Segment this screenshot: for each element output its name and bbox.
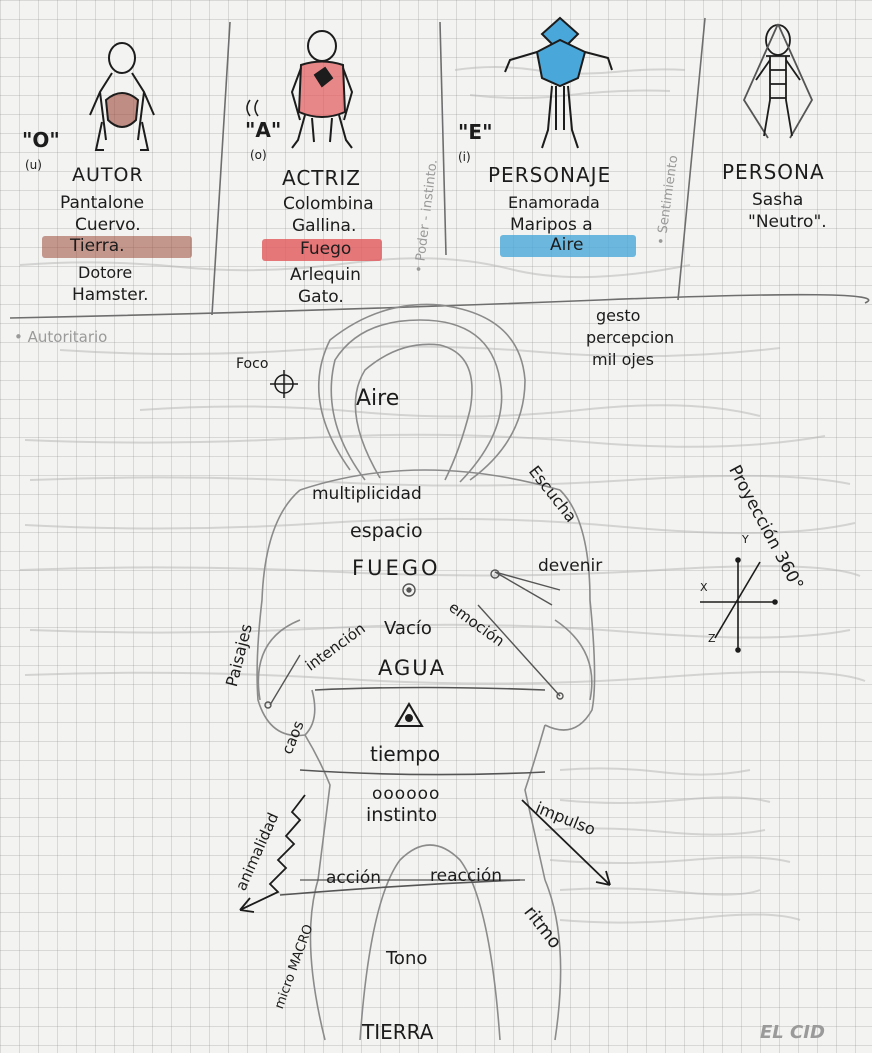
actriz-figure: [292, 31, 352, 148]
triangle-eye-icon: [396, 704, 422, 726]
watermark: EL CID: [760, 1022, 825, 1043]
actriz-animal: Gallina.: [292, 216, 356, 236]
autor-mask: Pantalone: [60, 193, 144, 213]
label-fuego: FUEGO: [352, 556, 441, 580]
axis-x-label: X: [700, 581, 708, 594]
label-mil-ojes: mil ojes: [592, 350, 654, 369]
label-instinto: instinto: [366, 804, 437, 826]
actriz-element: Fuego: [300, 239, 351, 259]
label-accion: acción: [326, 868, 381, 888]
label-circles: oooooo: [372, 784, 440, 804]
label-vacio: Vacío: [384, 618, 432, 639]
label-reaccion: reacción: [430, 866, 502, 886]
actriz-mask: Colombina: [283, 194, 374, 214]
vowel-a: "A": [245, 118, 281, 142]
vowel-o-sub: (u): [25, 158, 42, 172]
autor-animal: Cuervo.: [75, 215, 141, 235]
autor-element: Tierra.: [70, 236, 125, 256]
personaje-title: PERSONAJE: [488, 163, 611, 187]
label-devenir: devenir: [538, 556, 602, 576]
note-autoritario: • Autoritario: [14, 328, 107, 346]
label-tierra: TIERRA: [362, 1020, 433, 1044]
label-tono: Tono: [386, 948, 427, 969]
label-foco: Foco: [236, 356, 268, 372]
actriz-mask2: Arlequin: [290, 265, 361, 285]
personaje-mask: Enamorada: [508, 193, 600, 212]
persona-mask: Sasha: [752, 190, 803, 210]
label-espacio: espacio: [350, 520, 423, 542]
personaje-figure: [505, 18, 612, 148]
persona-title: PERSONA: [722, 160, 825, 184]
autor-animal2: Hamster.: [72, 285, 149, 305]
vowel-o: "O": [22, 128, 60, 152]
label-agua: AGUA: [378, 656, 446, 680]
label-percepcion: percepcion: [586, 328, 674, 347]
vowel-a-sub: (o): [250, 148, 267, 162]
foco-crosshair-icon: [270, 370, 298, 398]
sound-marks: [247, 100, 258, 116]
label-multiplicidad: multiplicidad: [312, 484, 422, 504]
vowel-e-sub: (i): [458, 150, 471, 164]
personaje-element: Aire: [550, 235, 583, 255]
actriz-title: ACTRIZ: [282, 166, 361, 190]
persona-figure: [744, 24, 812, 138]
axis-y-label: Y: [742, 533, 749, 546]
personaje-animal: Maripos a: [510, 215, 593, 235]
persona-animal: "Neutro".: [748, 212, 827, 232]
autor-title: AUTOR: [72, 164, 144, 186]
label-gesto: gesto: [596, 306, 640, 325]
actriz-animal2: Gato.: [298, 287, 344, 307]
label-tiempo: tiempo: [370, 742, 440, 766]
axis-z-label: Z: [708, 632, 716, 645]
vowel-e: "E": [458, 120, 493, 144]
autor-figure: [90, 43, 154, 150]
label-aire: Aire: [356, 386, 399, 411]
autor-mask2: Dotore: [78, 263, 132, 282]
